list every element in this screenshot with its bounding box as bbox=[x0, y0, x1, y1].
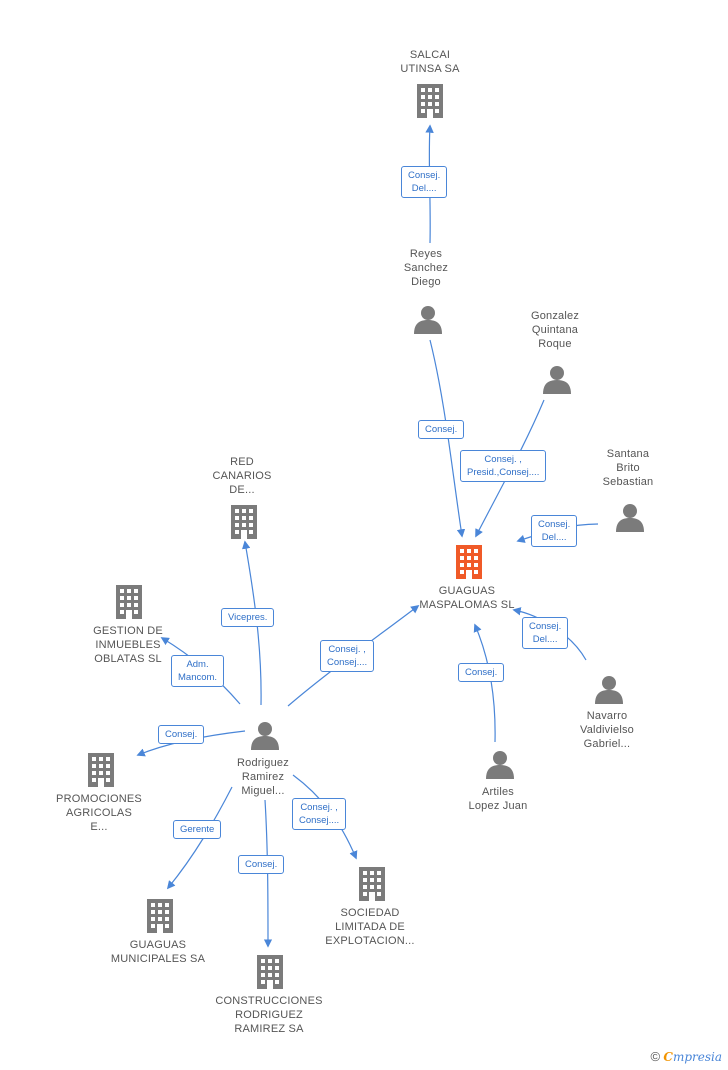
edge-label-reyes-gm[interactable]: Consej. bbox=[418, 420, 465, 439]
node-gestion[interactable]: GESTION DE INMUEBLES OBLATAS SL bbox=[72, 624, 184, 666]
node-guaguas-maspalomas[interactable]: GUAGUAS MASPALOMAS SL bbox=[400, 584, 534, 612]
node-navarro[interactable]: Navarro Valdivielso Gabriel... bbox=[557, 709, 657, 751]
edge-label-rodriguez-sociedad[interactable]: Consej. , Consej.... bbox=[292, 798, 347, 830]
building-icon bbox=[231, 505, 257, 539]
edge-label-rodriguez-red[interactable]: Vicepres. bbox=[221, 608, 275, 627]
node-guaguas-municipales[interactable]: GUAGUAS MUNICIPALES SA bbox=[100, 938, 216, 966]
node-sociedad[interactable]: SOCIEDAD LIMITADA DE EXPLOTACION... bbox=[312, 906, 428, 948]
person-icon bbox=[251, 722, 279, 750]
node-label: Santana Brito Sebastian bbox=[602, 448, 654, 488]
node-label: Reyes Sanchez Diego bbox=[403, 248, 449, 288]
person-icon bbox=[486, 751, 514, 779]
edge-label-reyes-salcai[interactable]: Consej. Del.... bbox=[401, 166, 448, 198]
edge-label-rodriguez-gm[interactable]: Consej. , Consej.... bbox=[320, 640, 375, 672]
node-label: Navarro Valdivielso Gabriel... bbox=[580, 710, 634, 750]
edge-rodriguez-construcciones bbox=[263, 799, 273, 948]
person-icon bbox=[616, 504, 644, 532]
building-icon bbox=[88, 753, 114, 787]
node-label: SALCAI UTINSA SA bbox=[400, 49, 460, 75]
node-label: Rodriguez Ramirez Miguel... bbox=[237, 757, 289, 797]
building-icon bbox=[116, 585, 142, 619]
brand-name: mpresia bbox=[672, 1050, 722, 1064]
person-icon bbox=[414, 306, 442, 334]
node-label: Gonzalez Quintana Roque bbox=[530, 310, 580, 350]
edge-label-navarro-gm[interactable]: Consej. Del.... bbox=[522, 617, 569, 649]
person-icon bbox=[595, 676, 623, 704]
node-label: GUAGUAS MASPALOMAS SL bbox=[419, 585, 515, 611]
edge-label-artiles-gm[interactable]: Consej. bbox=[458, 663, 505, 682]
node-rodriguez[interactable]: Rodriguez Ramirez Miguel... bbox=[213, 756, 313, 798]
building-icon bbox=[359, 867, 385, 901]
building-icon bbox=[417, 84, 443, 118]
node-label: SOCIEDAD LIMITADA DE EXPLOTACION... bbox=[325, 907, 415, 947]
node-construcciones[interactable]: CONSTRUCCIONES RODRIGUEZ RAMIREZ SA bbox=[209, 994, 329, 1036]
brand-logo-letter: C bbox=[663, 1050, 673, 1064]
edge-label-gonzalez-gm[interactable]: Consej. , Presid.,Consej.... bbox=[460, 450, 547, 482]
node-label: CONSTRUCCIONES RODRIGUEZ RAMIREZ SA bbox=[215, 995, 323, 1035]
copyright-icon: © bbox=[650, 1049, 661, 1064]
node-artiles[interactable]: Artiles Lopez Juan bbox=[448, 785, 548, 813]
node-red-canarios[interactable]: RED CANARIOS DE... bbox=[192, 455, 292, 497]
node-label: GUAGUAS MUNICIPALES SA bbox=[110, 939, 206, 965]
brand-footer: © Cmpresia bbox=[650, 1049, 722, 1064]
building-icon bbox=[147, 899, 173, 933]
edge-label-rodriguez-promociones[interactable]: Consej. bbox=[158, 725, 205, 744]
edge-artiles-gm bbox=[473, 623, 496, 743]
node-label: Artiles Lopez Juan bbox=[468, 786, 528, 812]
building-icon bbox=[257, 955, 283, 989]
node-reyes[interactable]: Reyes Sanchez Diego bbox=[376, 247, 476, 289]
node-promociones[interactable]: PROMOCIONES AGRICOLAS E... bbox=[44, 792, 154, 834]
node-salcai[interactable]: SALCAI UTINSA SA bbox=[380, 48, 480, 76]
node-label: PROMOCIONES AGRICOLAS E... bbox=[56, 793, 142, 833]
focus-building-icon bbox=[456, 545, 482, 579]
node-santana[interactable]: Santana Brito Sebastian bbox=[578, 447, 678, 489]
node-gonzalez[interactable]: Gonzalez Quintana Roque bbox=[505, 309, 605, 351]
person-icon bbox=[543, 366, 571, 394]
edge-label-rodriguez-gestion[interactable]: Adm. Mancom. bbox=[171, 655, 225, 687]
edge-label-rodriguez-municipales[interactable]: Gerente bbox=[173, 820, 222, 839]
node-label: RED CANARIOS DE... bbox=[212, 456, 272, 496]
edge-label-santana-gm[interactable]: Consej. Del.... bbox=[531, 515, 578, 547]
edge-label-rodriguez-construcciones[interactable]: Consej. bbox=[238, 855, 285, 874]
node-label: GESTION DE INMUEBLES OBLATAS SL bbox=[93, 625, 163, 665]
